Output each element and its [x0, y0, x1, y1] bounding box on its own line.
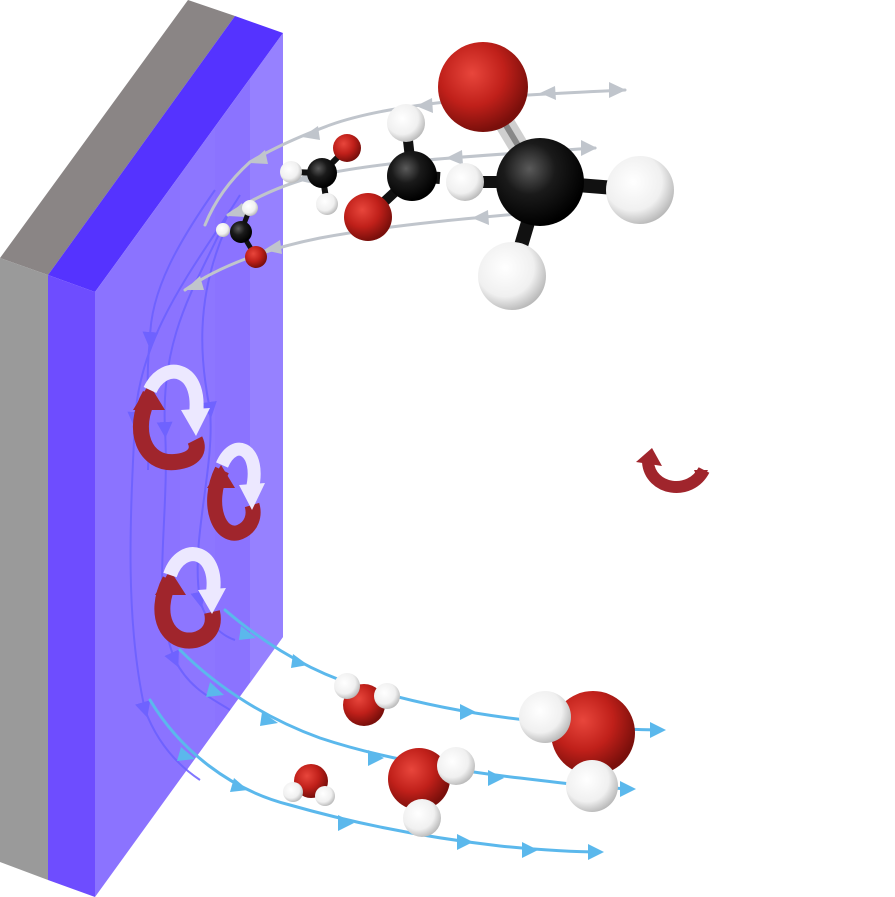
- rotation-arrowhead-light: [181, 408, 210, 436]
- rotation-arrow-icon: [154, 547, 226, 649]
- rotation-arrow-icon: [207, 442, 265, 541]
- oxygen-atom: [333, 134, 361, 162]
- rotation-arrowhead-dark: [155, 570, 186, 595]
- oxygen-atom: [245, 246, 267, 268]
- hydrogen-atom: [519, 691, 571, 743]
- hydrogen-atom: [315, 786, 335, 806]
- electrode-left-face: [0, 258, 48, 880]
- flow-arrowhead: [250, 150, 268, 164]
- water-molecule-icon: [334, 673, 400, 726]
- oxygen-atom: [551, 691, 635, 775]
- flow-arrowhead: [620, 781, 636, 797]
- carbon-atom: [387, 151, 437, 201]
- flow-arrowhead: [416, 98, 433, 113]
- electrode-top-face: [0, 0, 235, 275]
- hydrogen-atom: [387, 104, 425, 142]
- carbon-atom: [496, 138, 584, 226]
- rotation-arrow-dark: [642, 460, 710, 493]
- flow-arrowhead: [264, 240, 282, 254]
- rotation-arrow-dark: [207, 466, 261, 541]
- hydrogen-atom: [216, 223, 230, 237]
- electrode-front-stripe-2: [250, 33, 283, 683]
- flow-arrowhead: [588, 844, 604, 860]
- flow-arrowhead: [472, 210, 489, 225]
- rotation-arrow-dark: [154, 576, 221, 649]
- electrode-top-band: [48, 16, 283, 292]
- internal-flow-line: [156, 209, 231, 711]
- electrode-front-band: [48, 275, 95, 897]
- carbon-atom: [230, 221, 252, 243]
- hydrogen-atom: [283, 782, 303, 802]
- flow-arrowhead: [185, 276, 204, 290]
- flow-arrowhead: [302, 126, 320, 140]
- flow-arrowhead: [650, 722, 666, 738]
- hydrogen-atom: [374, 683, 400, 709]
- hydrogen-atom: [446, 163, 484, 201]
- internal-flow-line: [127, 194, 241, 781]
- flow-arrowhead: [239, 626, 256, 640]
- oxygen-atom: [438, 42, 528, 132]
- flow-arrowhead: [338, 815, 354, 831]
- outgoing-flow-arrowheads: [177, 626, 666, 860]
- rotation-arrowhead-light: [198, 588, 226, 614]
- water-molecule-icon: [388, 747, 475, 837]
- hydrogen-atom: [437, 747, 475, 785]
- flow-arrowhead: [609, 82, 626, 98]
- rotation-arrow-icon: [133, 364, 210, 471]
- water-molecule-icon: [519, 691, 635, 812]
- flow-arrowhead: [368, 750, 384, 766]
- rotation-arrowhead-dark-tip: [694, 470, 708, 484]
- hydrogen-atom: [280, 161, 302, 183]
- rotation-arrow-light: [163, 547, 221, 600]
- methanol-molecule-icon: [216, 200, 267, 268]
- oxygen-atom: [344, 193, 392, 241]
- outgoing-flow-line: [148, 698, 602, 854]
- incoming-flow-line: [203, 160, 252, 227]
- rotation-arrow-light: [216, 442, 261, 492]
- flow-arrowhead: [488, 770, 504, 786]
- flow-arrowhead: [177, 747, 195, 761]
- flow-arrowhead: [581, 140, 597, 156]
- flow-arrowhead: [457, 834, 473, 850]
- flow-arrowhead: [230, 778, 248, 792]
- methanol-molecule-icon: [438, 42, 674, 310]
- flow-arrowhead: [522, 842, 538, 858]
- flow-arrowhead: [460, 704, 476, 720]
- flow-arrowhead: [228, 203, 246, 217]
- flow-arrowhead: [540, 86, 556, 100]
- hydrogen-atom: [242, 200, 258, 216]
- flow-arrowhead: [260, 712, 278, 726]
- hydrogen-atom: [478, 242, 546, 310]
- hydrogen-atom: [606, 156, 674, 224]
- oxygen-atom: [388, 748, 450, 810]
- rotation-arrow-icon: [636, 448, 710, 493]
- hydrogen-atom: [316, 193, 338, 215]
- rotation-arrowhead-dark: [207, 465, 235, 488]
- hydrogen-atom: [566, 760, 618, 812]
- rotation-arrowhead-light: [239, 483, 265, 510]
- rotation-arrow-dark: [133, 391, 205, 471]
- rotation-arrowhead-dark: [636, 448, 662, 466]
- methanol-molecule-icon: [280, 134, 361, 215]
- hydrogen-atom: [403, 799, 441, 837]
- water-molecule-icon: [283, 764, 335, 806]
- rotation-arrowhead-dark: [133, 384, 165, 410]
- rotation-arrow-light: [143, 364, 204, 422]
- flow-arrowhead: [291, 654, 308, 668]
- hydrogen-atom: [334, 673, 360, 699]
- flow-arrowhead: [206, 682, 224, 697]
- flow-arrowhead: [446, 150, 463, 165]
- methanol-molecule-icon: [344, 104, 484, 241]
- carbon-atom: [307, 158, 337, 188]
